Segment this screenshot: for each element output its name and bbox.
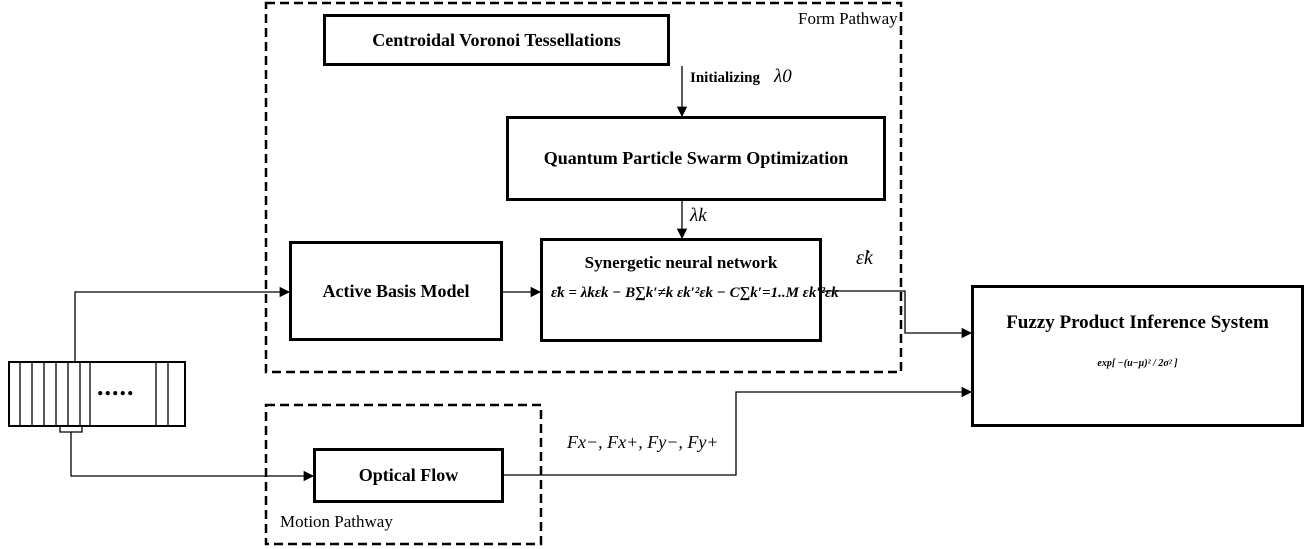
form-pathway-label: Form Pathway xyxy=(798,9,898,28)
fuzzy-inference-box: Fuzzy Product Inference System exp[ −(u−… xyxy=(971,285,1304,427)
cvt-box: Centroidal Voronoi Tessellations xyxy=(323,14,670,66)
lambda0-label: λ0 xyxy=(774,66,792,87)
lambdak-label: λk xyxy=(690,205,707,226)
arrow-frames-to-optical-flow xyxy=(70,432,315,482)
arrow-frames-to-abm xyxy=(74,286,291,362)
fuzzy-membership-equation: exp[ −(u−μ)² / 2σ² ] xyxy=(1097,358,1178,369)
synergetic-network-box: Synergetic neural network ε̇k = λkεk − B… xyxy=(540,238,839,342)
synergetic-network-equation: ε̇k = λkεk − B∑k′≠k εk′²εk − C∑k′=1..M ε… xyxy=(551,285,839,301)
cvt-box-label: Centroidal Voronoi Tessellations xyxy=(372,29,621,50)
abm-box-label: Active Basis Model xyxy=(322,280,470,301)
arrow-snn-to-fuzzy xyxy=(822,290,973,339)
flow-features-label: Fx−, Fx+, Fy−, Fy+ xyxy=(567,432,719,452)
motion-pathway-label: Motion Pathway xyxy=(280,512,393,531)
frame-ellipsis: ..... xyxy=(97,372,135,401)
qpso-box: Quantum Particle Swarm Optimization xyxy=(506,116,886,201)
epsilon-dot-label: ε̇k xyxy=(856,247,873,269)
fuzzy-inference-title: Fuzzy Product Inference System xyxy=(1006,312,1269,333)
frame-sequence-strip xyxy=(8,361,186,427)
qpso-box-label: Quantum Particle Swarm Optimization xyxy=(543,148,849,168)
optical-flow-box: Optical Flow xyxy=(313,448,504,503)
initializing-label: Initializing xyxy=(690,70,761,86)
form-pathway-frame xyxy=(264,1,903,374)
arrow-optical-to-fuzzy xyxy=(504,386,973,476)
abm-box: Active Basis Model xyxy=(289,241,503,341)
optical-flow-box-label: Optical Flow xyxy=(358,465,459,485)
synergetic-network-title: Synergetic neural network xyxy=(584,253,778,272)
